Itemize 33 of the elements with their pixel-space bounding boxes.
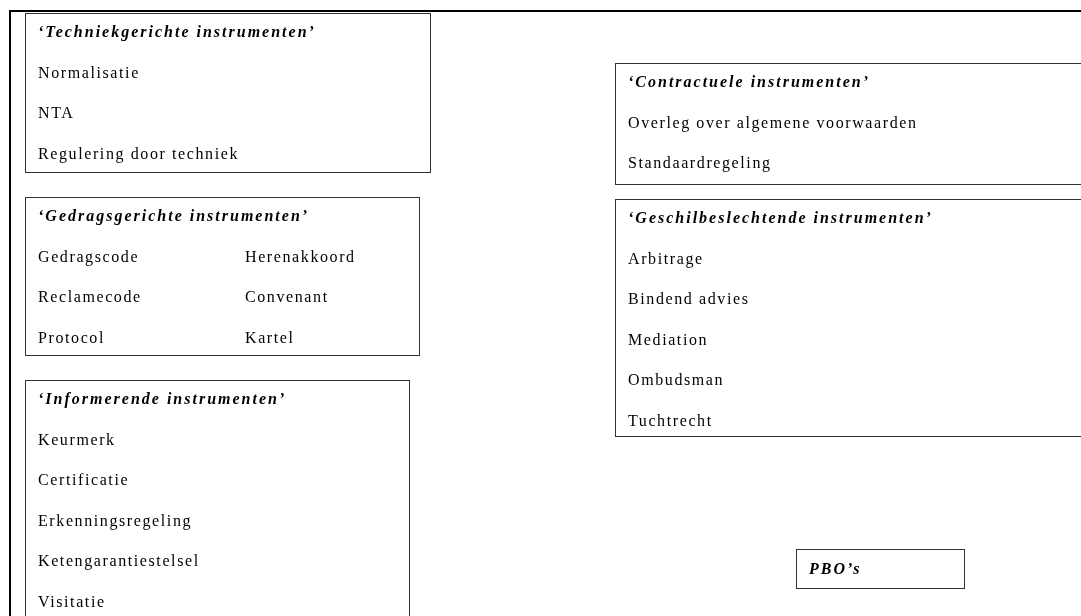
instrument-item: Gedragscode [38,246,140,267]
instrument-item: Reclamecode [38,287,142,307]
category-box [25,380,410,616]
category-heading: ‘Informerende instrumenten’ [38,389,287,409]
instrument-item: Normalisatie [38,62,140,83]
category-box [25,197,420,356]
instrument-item: Mediation [628,329,709,350]
instrument-item: Overleg over algemene voorwaarden [628,112,918,133]
instrument-item: Herenakkoord [245,246,356,267]
instrument-item: Convenant [245,287,329,307]
category-heading: PBO’s [809,559,862,579]
instrument-item: Regulering door techniek [38,143,240,164]
label-box [796,549,965,589]
instrument-item: Visitatie [38,591,106,612]
instrument-item: Protocol [38,327,106,348]
instrument-item: Arbitrage [628,248,704,269]
instrument-item: NTA [38,103,75,123]
instrument-item: Standaardregeling [628,153,772,173]
instrument-item: Tuchtrecht [628,410,713,431]
category-box [615,199,1081,437]
category-heading: ‘Geschilbeslechtende instrumenten’ [628,208,933,228]
instrument-item: Ketengarantiestelsel [38,551,200,571]
instrument-item: Ombudsman [628,370,725,390]
category-box [25,13,431,173]
instrument-item: Bindend advies [628,289,750,309]
instrument-item: Erkenningsregeling [38,510,193,531]
category-heading: ‘Techniekgerichte instrumenten’ [38,22,316,42]
category-heading: ‘Contractuele instrumenten’ [628,72,871,92]
category-box [615,63,1081,185]
instrument-item: Keurmerk [38,429,116,450]
instrument-item: Certificatie [38,470,130,490]
category-heading: ‘Gedragsgerichte instrumenten’ [38,206,310,226]
instrument-item: Kartel [245,327,295,348]
